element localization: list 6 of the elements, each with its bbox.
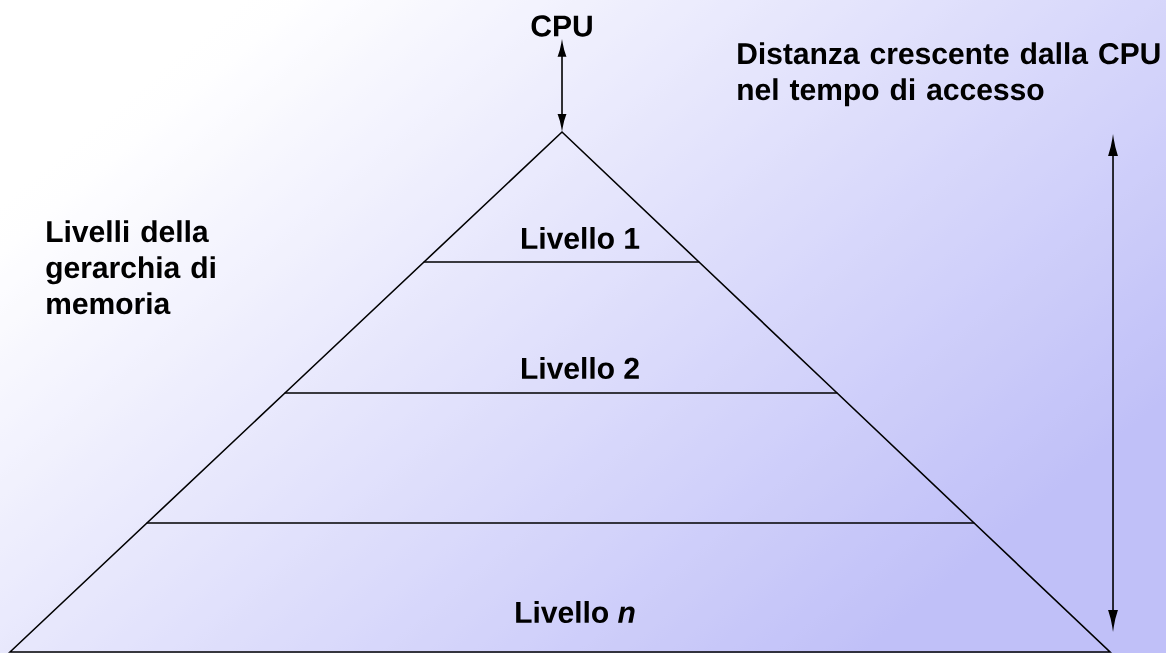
- pyramid-level: Livello 1: [423, 130, 700, 263]
- text-label: CPU: [531, 15, 592, 37]
- pyramid-level: Livello 2: [284, 261, 838, 394]
- text-label: Distanza crescente dalla CPU nel tempo di accesso: [738, 42, 1160, 107]
- pyramid-level: [146, 392, 975, 524]
- text-label: Livelli della gerarchia di memoria: [46, 220, 215, 315]
